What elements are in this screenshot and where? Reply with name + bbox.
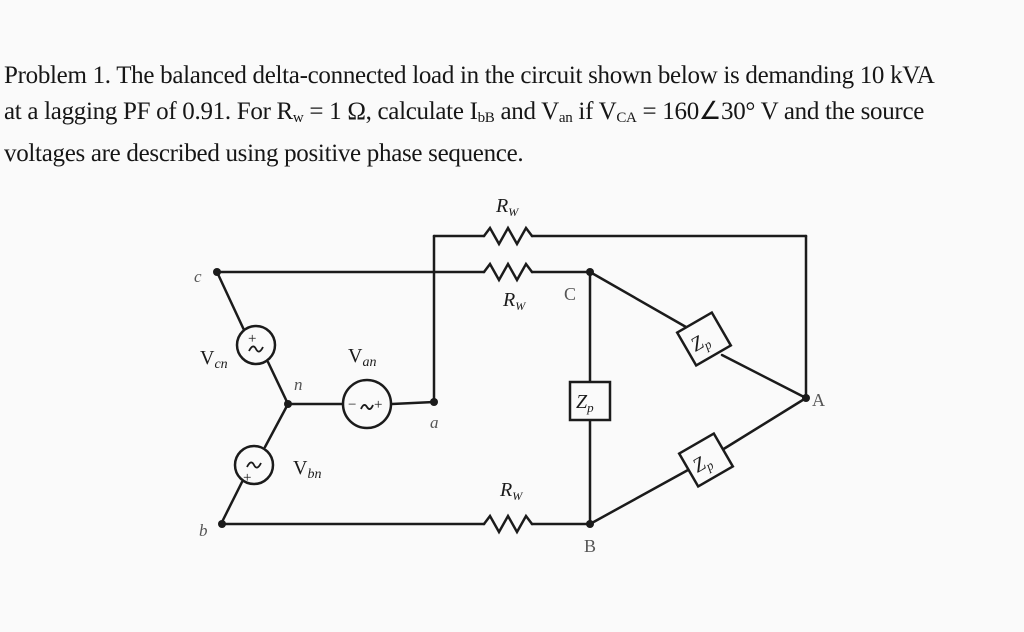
- problem-line-1-text: Problem 1. The balanced delta-connected …: [4, 62, 935, 89]
- resistor-rw-top: [482, 225, 534, 247]
- node-label-a: a: [430, 413, 439, 432]
- node-label-n: n: [294, 375, 303, 394]
- source-vcn-tilde-icon: [248, 345, 264, 353]
- resistor-rw-middle: [482, 261, 534, 283]
- problem-statement: Problem 1. The balanced delta-connected …: [4, 58, 1014, 172]
- wire-vcn-to-n: [266, 360, 290, 406]
- source-vcn-circle: [235, 324, 277, 366]
- source-van-circle: [341, 378, 393, 430]
- source-van-plus: +: [374, 397, 382, 413]
- wire-van-to-a: [390, 400, 436, 406]
- node-dot-a: [430, 398, 438, 406]
- node-label-b: b: [199, 521, 208, 540]
- wire-vbn-to-b: [220, 480, 244, 524]
- vca-subscript: CA: [616, 110, 637, 126]
- wire-zp-ca-to-A: [720, 353, 808, 400]
- node-dot-A: [802, 394, 810, 402]
- problem-line-2-part-e: = 160∠30° V and the source: [636, 98, 925, 125]
- node-label-A: A: [812, 390, 825, 410]
- node-dot-c: [213, 268, 221, 276]
- zp-box-ba: [677, 431, 735, 489]
- van-subscript: an: [558, 110, 573, 126]
- source-vbn-plus: +: [243, 470, 251, 486]
- source-van-minus: −: [348, 397, 356, 413]
- label-vbn: Vbn: [293, 457, 321, 482]
- resistor-rw-bottom: [482, 513, 534, 535]
- node-dot-B: [586, 520, 594, 528]
- problem-line-2-part-c: and V: [494, 98, 559, 125]
- label-rw-top: RW: [495, 195, 519, 219]
- wire-zp-ba-to-A: [720, 396, 808, 452]
- problem-line-2-part-a: at a lagging PF of 0.91. For R: [4, 98, 293, 125]
- problem-line-2-part-d: if V: [572, 98, 617, 125]
- problem-line-3: voltages are described using positive ph…: [4, 136, 1014, 172]
- node-label-B: B: [584, 536, 596, 556]
- source-vcn-plus: +: [248, 331, 256, 347]
- node-dot-C: [586, 268, 594, 276]
- source-vbn-tilde-icon: [246, 461, 262, 469]
- problem-line-2: at a lagging PF of 0.91. For Rw = 1 Ω, c…: [4, 94, 1014, 136]
- wire-C-to-zp-ca: [588, 270, 688, 329]
- zp-box-cb: [568, 380, 612, 422]
- problem-line-2-part-b: = 1 Ω, calculate I: [303, 98, 478, 125]
- wire-c-to-vcn: [215, 270, 246, 332]
- source-van-tilde-icon: [360, 404, 374, 410]
- problem-line-1: Problem 1. The balanced delta-connected …: [4, 58, 1014, 94]
- ibb-subscript: bB: [477, 110, 495, 126]
- problem-line-3-text: voltages are described using positive ph…: [4, 140, 524, 167]
- label-rw-middle: RW: [502, 289, 526, 313]
- label-van: Van: [348, 345, 376, 370]
- node-label-c: c: [194, 267, 202, 286]
- label-vcn: Vcn: [200, 347, 228, 372]
- label-rw-bottom: RW: [499, 479, 523, 503]
- wire-B-to-zp-ba: [588, 468, 690, 526]
- node-dot-n: [284, 400, 292, 408]
- rw-subscript: w: [292, 110, 304, 126]
- label-zp-cb: Zp: [576, 391, 594, 415]
- zp-box-ca: [675, 310, 733, 368]
- node-dot-b: [218, 520, 226, 528]
- node-label-C: C: [564, 284, 576, 304]
- wire-n-to-vbn: [263, 402, 290, 449]
